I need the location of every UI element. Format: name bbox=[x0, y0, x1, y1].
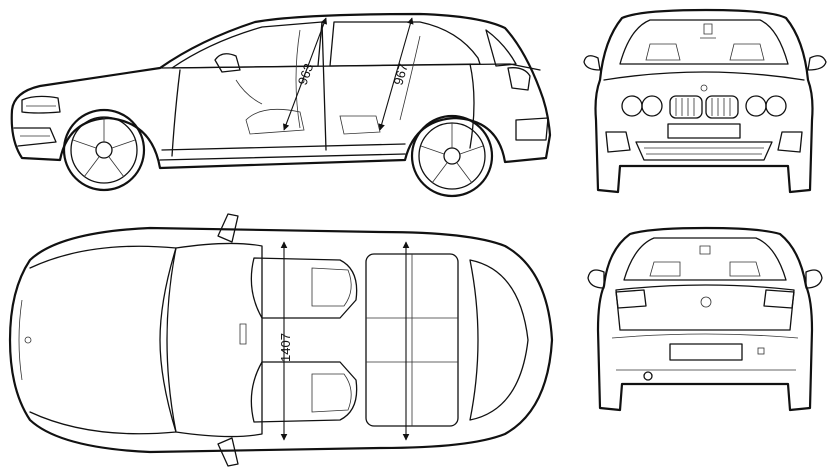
rear-view bbox=[587, 226, 823, 412]
front-headroom-dim-line bbox=[282, 17, 328, 131]
top-view: 1407 bbox=[8, 213, 554, 467]
front-view bbox=[583, 8, 827, 194]
rear-headroom-dim-line bbox=[378, 17, 414, 131]
interior-width-label: 1407 bbox=[278, 333, 293, 362]
rear-headroom-label: 967 bbox=[390, 62, 410, 87]
front-headroom-label: 963 bbox=[295, 62, 317, 88]
side-view: 963 967 bbox=[10, 12, 552, 198]
